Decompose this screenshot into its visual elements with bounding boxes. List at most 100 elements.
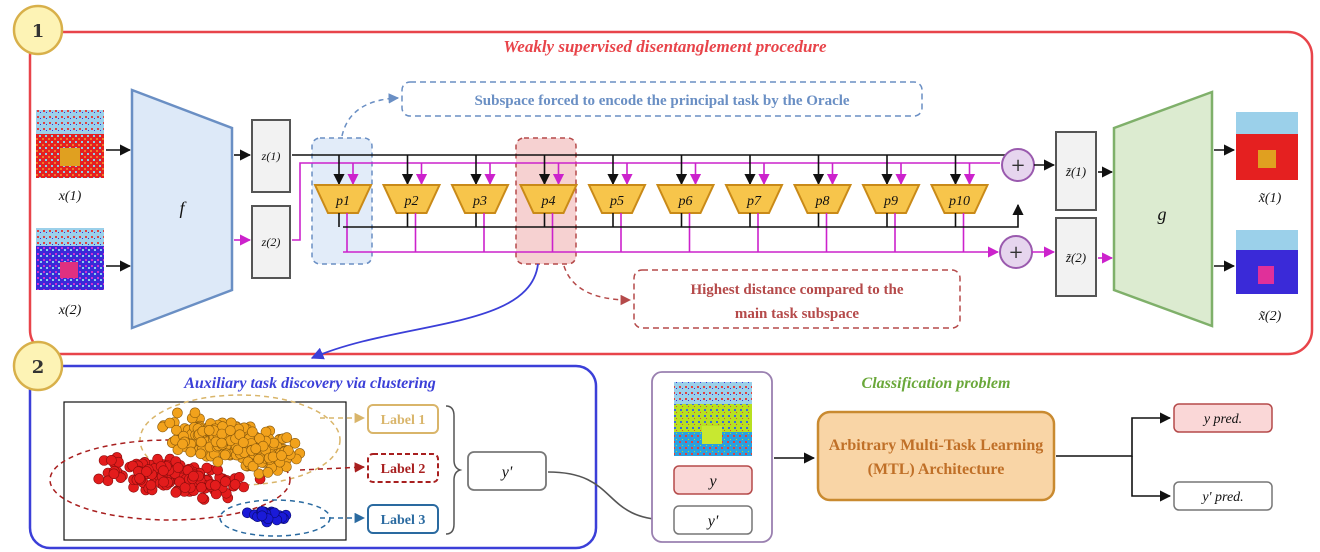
projector-label-9: p9	[883, 194, 898, 209]
recon-latent-1	[1055, 131, 1097, 211]
scatter-point-orange	[225, 425, 236, 436]
distance-note-box	[633, 269, 961, 329]
scatter-point-red	[141, 466, 152, 477]
scatter-point-red	[197, 492, 208, 504]
scatter-point-orange	[164, 417, 176, 429]
cluster-points-red	[93, 452, 266, 505]
scatter-point-red	[134, 473, 145, 484]
scatter-point-orange	[172, 407, 183, 419]
scatter-point-red	[220, 476, 231, 487]
target-yprime-text: y'	[706, 513, 719, 530]
recon-latent-2-label: z̃(2)	[1065, 250, 1086, 265]
panel2-frame	[28, 364, 598, 550]
scatter-point-orange	[195, 448, 206, 460]
scatter-point-red	[170, 487, 182, 498]
label-2-text: Label 2	[381, 462, 426, 477]
mtl-output-fork-2	[1131, 456, 1172, 502]
scatter-point-orange	[189, 407, 201, 419]
scatter-point-red	[201, 462, 213, 474]
scatter-point-orange	[238, 437, 249, 448]
scatter-point-orange	[195, 436, 207, 448]
badge-1-text: 1	[32, 21, 45, 42]
label-3-text: Label 3	[381, 513, 426, 528]
projector-bank: p1 p2 p3 p4 p5 p6 p7 p8 p9 p10	[313, 184, 990, 214]
recon-latent-2	[1055, 217, 1097, 297]
label-2-arrow	[299, 462, 366, 473]
sum-node-2-symbol: +	[1008, 242, 1023, 263]
latent-z1-label: z(1)	[261, 149, 281, 163]
projector-label-5: p5	[609, 194, 624, 209]
badge-2-text: 2	[32, 357, 45, 378]
distance-note-line2: main task subspace	[735, 306, 860, 322]
scatter-point-red	[108, 468, 120, 480]
scatter-point-red	[158, 465, 169, 477]
scatter-point-orange	[185, 446, 197, 458]
transfer-arrow	[310, 263, 539, 360]
scatter-point-red	[93, 473, 104, 485]
aux-target-arrow	[547, 471, 672, 526]
scatter-point-red	[172, 462, 184, 473]
projector-3: p3	[450, 184, 510, 214]
oracle-note-arrow	[341, 93, 400, 137]
scatter-point-orange	[212, 456, 224, 468]
label-brace	[445, 405, 463, 535]
projector-1: p1	[313, 184, 373, 214]
oracle-note-text: Subspace forced to encode the principal …	[474, 93, 849, 109]
target-yprime-box	[673, 505, 753, 535]
output-image-2	[1236, 230, 1298, 294]
badge-2	[12, 340, 64, 392]
target-y-box	[673, 465, 753, 495]
scatter-point-orange	[203, 425, 215, 436]
scatter-point-red	[179, 482, 191, 493]
projector-label-1: p1	[335, 194, 350, 209]
distance-note-arrow	[563, 265, 632, 306]
scatter-point-orange	[262, 467, 274, 478]
label-1-text: Label 1	[381, 413, 426, 428]
panel1-frame	[28, 30, 1314, 356]
projector-input-arrows	[333, 155, 976, 186]
input-label-2: x(2)	[58, 303, 82, 318]
latent-z2	[251, 205, 291, 279]
prediction-yprime-box	[1173, 481, 1273, 511]
mtl-architecture-box	[816, 410, 1056, 502]
badge-1	[12, 4, 64, 56]
cluster-points-orange	[157, 407, 306, 480]
scatter-point-orange	[232, 444, 244, 456]
encoder-label: f	[179, 198, 187, 218]
projector-label-8: p8	[815, 194, 830, 209]
scatter-point-blue	[256, 510, 268, 522]
sample-image	[674, 382, 752, 456]
panel3-title: Classification problem	[862, 375, 1011, 392]
scatter-point-orange	[247, 460, 259, 472]
projector-2: p2	[381, 184, 442, 214]
output-image-1	[1236, 112, 1298, 180]
scatter-point-red	[145, 479, 157, 491]
mtl-line1: Arbitrary Multi-Task Learning	[829, 437, 1044, 454]
decoder-g	[1112, 90, 1214, 328]
scatter-point-orange	[253, 453, 265, 465]
projector-7: p7	[724, 184, 784, 214]
prediction-y-box	[1173, 403, 1273, 433]
mtl-line2: (MTL) Architecture	[868, 461, 1005, 478]
prediction-yprime-text: y' pred.	[1200, 490, 1243, 505]
scatter-point-red	[229, 479, 241, 490]
projector-output-lines	[338, 213, 965, 252]
projector-4: p4	[518, 184, 579, 214]
projector-6: p6	[655, 184, 716, 214]
scatter-point-red	[158, 476, 169, 488]
output-label-1: x̃(1)	[1258, 191, 1282, 206]
scatter-point-red	[188, 470, 199, 482]
label-2-box	[367, 453, 439, 483]
aux-target-text: y'	[500, 464, 513, 481]
latent-z1	[251, 119, 291, 193]
distance-note-line1: Highest distance compared to the	[690, 282, 903, 298]
scatter-point-orange	[219, 449, 231, 461]
projector-label-10: p10	[948, 194, 970, 209]
prediction-y-text: y pred.	[1202, 412, 1242, 427]
cluster-points-blue	[242, 506, 292, 528]
z2-bus	[292, 162, 1000, 241]
projector-5: p5	[587, 184, 647, 214]
aux-target-box	[467, 451, 547, 491]
input-image-1	[36, 110, 104, 178]
